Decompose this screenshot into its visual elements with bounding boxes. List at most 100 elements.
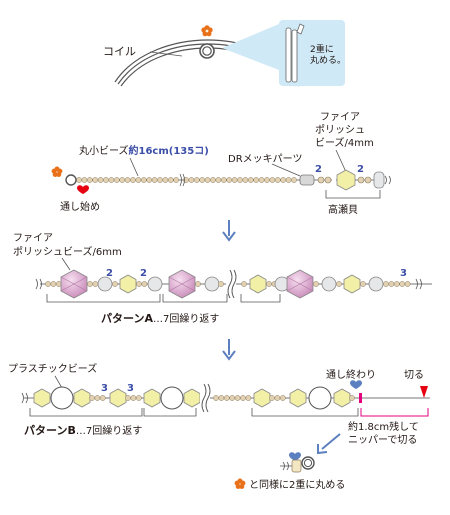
small-bead [269, 395, 275, 401]
cut-marker-icon [420, 386, 428, 398]
small-bead [124, 177, 131, 183]
small-bead [266, 281, 272, 287]
small-bead [125, 395, 131, 401]
small-bead [173, 177, 180, 183]
remain-line2: ニッパーで切る [348, 434, 417, 446]
end-heart-icon [350, 380, 362, 389]
small-bead-strand-step2 [76, 173, 297, 187]
small-bead [81, 177, 88, 183]
small-bead [247, 177, 254, 183]
count-3b: 3 [127, 383, 134, 394]
final-note: と同様に2重に丸める [249, 478, 345, 491]
small-bead [360, 281, 366, 287]
small-bead [242, 177, 249, 183]
fire-polish-4mm-bead [336, 169, 356, 191]
pattern-a-text: パターンA…7回繰り返す [101, 312, 219, 325]
strand-break [227, 269, 233, 299]
remain-bracket [360, 408, 429, 417]
count-left: 2 [315, 164, 322, 175]
final-arrow [317, 433, 341, 455]
small-bead [237, 177, 243, 183]
pattern-a-bracket-1 [46, 294, 161, 303]
small-bead [291, 177, 297, 183]
small-bead [112, 281, 118, 287]
pattern-a-bracket-2 [162, 294, 228, 303]
pattern-a-strand [35, 269, 422, 299]
small-bead [231, 177, 238, 183]
small-bead [45, 281, 51, 287]
fire-4mm-label-line3: ビーズ/4mm [315, 136, 374, 149]
final-loop-detail [280, 452, 315, 473]
small-bead [313, 281, 319, 287]
remain-line1: 約1.8cm残して [348, 420, 419, 433]
dr-plating-part [299, 174, 315, 186]
end-label: 通し終わり [326, 368, 376, 381]
fire-polish-4mm-bead [249, 274, 267, 294]
start-loop [65, 174, 77, 186]
strand-break [205, 383, 211, 413]
plastic-beads-label: プラスチックビーズ [8, 362, 97, 375]
small-bead [94, 395, 101, 401]
small-bead [223, 395, 230, 401]
fire-polish-4mm-bead [289, 388, 307, 408]
zoom-note-line1: 2重に [310, 43, 334, 55]
flower-marker-icon [201, 25, 213, 37]
small-bead [404, 281, 411, 287]
pattern-b-bracket-2 [143, 408, 197, 417]
small-bead [92, 281, 99, 287]
small-bead [241, 281, 247, 287]
count-right: 2 [357, 164, 364, 175]
small-beads-label: 丸小ビーズ約16cm(135コ) [79, 144, 209, 157]
coil-label: コイル [103, 45, 136, 58]
small-bead [103, 177, 109, 183]
small-bead [97, 177, 104, 183]
cut-label: 切る [404, 369, 424, 381]
end-marker [359, 393, 362, 403]
strand-break [179, 173, 185, 187]
small-bead [108, 177, 115, 183]
small-bead [285, 177, 292, 183]
pattern-b-bracket-1 [29, 408, 143, 417]
fire-polish-4mm-bead [253, 388, 271, 408]
count-3a: 3 [101, 383, 108, 394]
small-bead [349, 395, 355, 401]
fire-polish-4mm-bead [183, 388, 201, 408]
clear-bead [147, 276, 163, 292]
small-bead [210, 177, 216, 183]
small-bead [89, 395, 95, 401]
small-bead [130, 395, 137, 401]
start-flower-icon [51, 166, 63, 177]
small-bead [119, 177, 126, 183]
dr-plating-label: DRメッキパーツ [228, 153, 302, 165]
small-bead [220, 177, 227, 183]
strand-break [21, 392, 28, 404]
small-bead [240, 395, 246, 401]
fire-polish-4mm-bead [333, 388, 351, 408]
small-bead [274, 395, 281, 401]
count-b: 2 [140, 268, 147, 279]
small-bead [162, 177, 169, 183]
small-bead [234, 395, 241, 401]
small-bead [195, 281, 201, 287]
small-bead [87, 281, 93, 287]
strand-break [415, 278, 422, 290]
zoom-note-line2: 丸める。 [310, 54, 346, 66]
down-arrow-1 [222, 220, 236, 242]
count-c: 3 [400, 268, 407, 279]
strand-break [35, 278, 42, 290]
small-bead [218, 281, 224, 287]
small-bead [141, 281, 148, 287]
small-bead [383, 281, 389, 287]
fire-polish-4mm-bead [33, 388, 51, 408]
takase-label: 高瀬貝 [328, 203, 358, 216]
small-bead [130, 177, 136, 183]
small-bead [279, 395, 286, 401]
small-bead [135, 177, 142, 183]
takase-shell-bead [373, 171, 385, 189]
small-bead [253, 177, 260, 183]
pattern-b-strand [21, 383, 362, 413]
strand-break-mark [384, 175, 391, 185]
small-bead [113, 177, 120, 183]
small-bead [204, 177, 211, 183]
